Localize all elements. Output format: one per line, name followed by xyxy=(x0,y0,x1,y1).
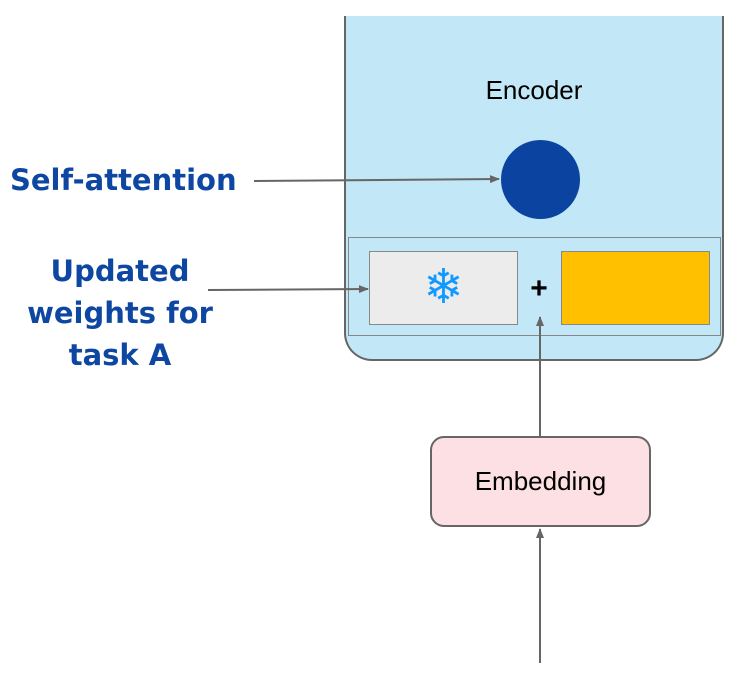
updated-weights-label-line: task A xyxy=(68,338,172,372)
adapter-weights-box xyxy=(561,251,710,325)
updated-weights-label: Updated weights for task A xyxy=(20,250,220,376)
updated-weights-label-line: weights for xyxy=(27,296,213,330)
encoder-label: Encoder xyxy=(485,75,583,105)
plus-operator: + xyxy=(530,272,548,305)
weights-group xyxy=(348,237,721,336)
snowflake-icon: ❄ xyxy=(423,261,464,314)
updated-weights-arrow xyxy=(207,285,369,294)
embedding-block: Embedding xyxy=(430,436,651,527)
self-attention-arrow xyxy=(253,175,500,184)
updated-weights-label-line: Updated xyxy=(50,254,190,288)
frozen-weights-box: ❄ xyxy=(369,251,518,325)
embedding-label: Embedding xyxy=(474,466,607,496)
self-attention-node xyxy=(501,140,580,219)
self-attention-label: Self-attention xyxy=(10,163,237,197)
